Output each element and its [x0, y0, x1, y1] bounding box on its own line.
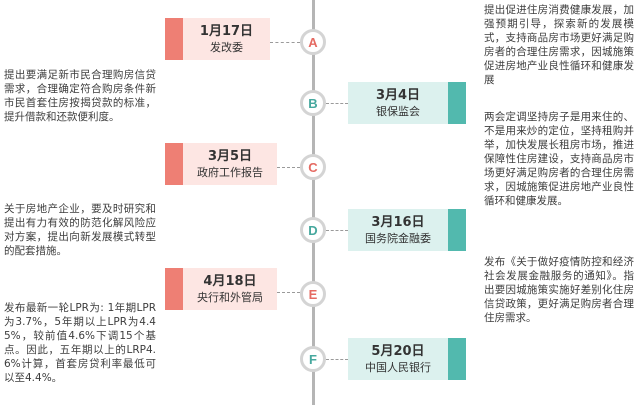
node-f: F [300, 346, 326, 372]
event-org: 国务院金融委 [365, 231, 431, 245]
event-card-band [165, 268, 183, 310]
node-d: D [300, 217, 326, 243]
event-description-a: 提出促进住房消费健康发展，加强预期引导，探索新的发展模式，支持商品房市场更好满足… [484, 4, 634, 86]
connector-line [277, 292, 300, 293]
node-a: A [300, 29, 326, 55]
event-date: 1月17日 [199, 24, 254, 40]
connector-line [277, 167, 300, 168]
event-description-e: 发布《关于做好疫情防控和经济社会发展金融服务的通知》。指出要因城施策实施好差别化… [484, 256, 634, 324]
event-org: 政府工作报告 [197, 165, 263, 179]
connector-line [326, 359, 348, 360]
event-card-c: 3月5日 政府工作报告 [165, 143, 277, 185]
event-date: 3月16日 [371, 215, 425, 231]
event-card-band [448, 209, 466, 251]
connector-line [326, 103, 348, 104]
node-c: C [300, 154, 326, 180]
event-description-b: 提出要满足新市民合理购房信贷需求，合理确定符合购房条件新市民首套住房按揭贷款的标… [4, 69, 156, 123]
event-card-f: 5月20日 中国人民银行 [348, 338, 466, 380]
event-card-d: 3月16日 国务院金融委 [348, 209, 466, 251]
event-card-band [165, 18, 183, 60]
connector-line [326, 230, 348, 231]
event-date: 3月4日 [375, 88, 421, 104]
event-card-b: 3月4日 银保监会 [348, 82, 466, 124]
event-org: 银保监会 [376, 104, 420, 118]
event-card-e: 4月18日 央行和外管局 [165, 268, 277, 310]
event-date: 4月18日 [203, 274, 257, 290]
event-card-band [448, 82, 466, 124]
event-org: 中国人民银行 [365, 360, 431, 374]
event-card-band [165, 143, 183, 185]
event-date: 5月20日 [371, 344, 425, 360]
event-card-band [448, 338, 466, 380]
node-b: B [300, 90, 326, 116]
event-org: 央行和外管局 [197, 290, 263, 304]
event-description-c: 两会定调坚持房子是用来住的、不是用来炒的定位，坚持租购并举，加快发展长租房市场，… [484, 111, 634, 207]
timeline-axis [312, 0, 315, 405]
node-e: E [300, 281, 326, 307]
event-description-f: 发布最新一轮LPR为: 1年期LPR为3.7%，5年期以上LPR为4.45%，较… [4, 302, 156, 384]
event-date: 3月5日 [207, 149, 253, 165]
event-org: 发改委 [210, 40, 243, 54]
connector-line [270, 42, 300, 43]
event-description-d: 关于房地产企业，要及时研究和提出有力有效的防范化解风险应对方案，提出向新发展模式… [4, 203, 156, 257]
event-card-a: 1月17日 发改委 [165, 18, 270, 60]
